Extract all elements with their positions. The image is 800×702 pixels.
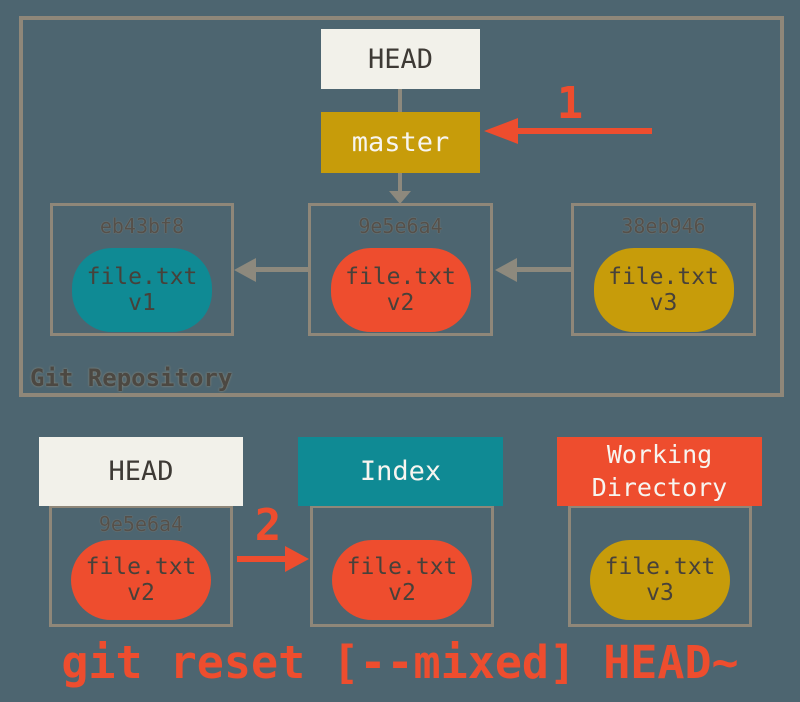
parent-arrow-shaft	[517, 267, 571, 272]
file-name: file.txt	[85, 553, 197, 580]
master-to-commit-line	[398, 173, 402, 192]
command-caption: git reset [--mixed] HEAD~	[61, 636, 739, 689]
arrow-left-icon	[495, 258, 517, 282]
arrow-left-icon	[234, 258, 256, 282]
index-tree-title: Index	[359, 456, 442, 487]
index-file-snapshot: file.txt v2	[332, 540, 472, 620]
file-version: v2	[388, 580, 416, 606]
working-directory-tree-box: file.txt v3	[568, 505, 752, 627]
file-version: v3	[646, 580, 674, 606]
master-branch-label: master	[351, 127, 450, 158]
index-tree-box: file.txt v2	[310, 505, 494, 627]
arrow-down-icon	[389, 191, 411, 204]
head-tree-box: 9e5e6a4 file.txt v2	[49, 505, 233, 627]
file-version: v2	[386, 290, 415, 316]
working-directory-file-snapshot: file.txt v3	[590, 540, 730, 620]
head-to-master-line	[398, 89, 402, 112]
step1-arrow-shaft	[516, 128, 652, 134]
file-name: file.txt	[345, 263, 456, 290]
head-pointer-label: HEAD	[367, 43, 434, 75]
commit-box-9e5e6a4: 9e5e6a4 file.txt v2	[308, 203, 493, 336]
file-version: v1	[128, 290, 156, 316]
step2-arrow-shaft	[237, 556, 285, 562]
master-branch-box: master	[321, 112, 480, 173]
git-repository-frame	[19, 16, 784, 397]
head-tree-title: HEAD	[108, 456, 174, 487]
head-pointer-box: HEAD	[321, 29, 480, 89]
file-name: file.txt	[604, 553, 716, 580]
commit-box-eb43bf8: eb43bf8 file.txt v1	[50, 203, 234, 336]
arrow-left-icon	[484, 118, 518, 144]
file-version: v2	[127, 580, 155, 606]
arrow-right-icon	[285, 546, 309, 572]
working-directory-tree-title: Working Directory	[591, 440, 728, 502]
working-directory-tree-header: Working Directory	[557, 437, 762, 506]
file-name: file.txt	[86, 263, 198, 290]
file-version: v3	[649, 290, 678, 316]
git-repository-label: Git Repository	[30, 364, 233, 392]
step1-number: 1	[556, 78, 584, 129]
file-snapshot-v1: file.txt v1	[72, 248, 212, 332]
commit-hash: eb43bf8	[99, 214, 185, 238]
file-snapshot-v2: file.txt v2	[330, 248, 471, 332]
head-tree-header: HEAD	[39, 437, 243, 506]
commit-hash: 9e5e6a4	[358, 214, 443, 238]
commit-hash: 9e5e6a4	[98, 512, 184, 536]
commit-hash: 38eb946	[621, 214, 706, 238]
index-tree-header: Index	[298, 437, 503, 506]
step2-number: 2	[254, 500, 282, 551]
commit-box-38eb946: 38eb946 file.txt v3	[571, 203, 756, 336]
file-snapshot-v3: file.txt v3	[593, 248, 734, 332]
file-name: file.txt	[346, 553, 458, 580]
parent-arrow-shaft	[256, 267, 308, 272]
file-name: file.txt	[608, 263, 719, 290]
head-file-snapshot: file.txt v2	[71, 540, 211, 620]
